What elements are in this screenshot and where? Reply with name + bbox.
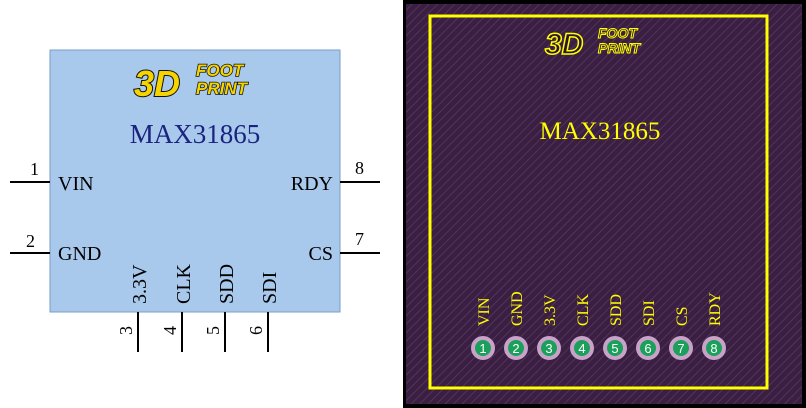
schematic-pin-2-num: 2 [26, 231, 35, 251]
footprint-pad-hole [706, 340, 722, 356]
schematic-pin-5-label: SDD [216, 264, 238, 304]
footprint-pin-label: SDI [641, 300, 658, 326]
logo-line1-pcb: FOOT [598, 25, 638, 41]
footprint-pad-number: 6 [644, 341, 651, 356]
footprint-pad-number: 7 [677, 341, 684, 356]
footprint-pad-hole [607, 340, 623, 356]
schematic-pin-8-label: RDY [291, 173, 333, 195]
footprint-pad-number: 8 [710, 341, 717, 356]
logo-line2-pcb: PRINT [598, 40, 641, 56]
schematic-pin-3-num: 3 [116, 326, 136, 335]
footprint-pad-number: 2 [512, 341, 519, 356]
logo-line1: FOOT [196, 61, 245, 80]
footprint-part-name: MAX31865 [540, 118, 661, 145]
footprint-pin-label: SDD [608, 294, 625, 326]
schematic-pin-6-label: SDI [259, 272, 281, 304]
schematic-pin-3: 3 3.3V [116, 264, 151, 352]
logo-3dfootprint-footprint: 3D FOOT PRINT [544, 25, 642, 62]
logo-line2: PRINT [196, 79, 249, 98]
schematic-pin-1-label: VIN [58, 173, 94, 195]
footprint-pad-number: 4 [578, 341, 585, 356]
footprint-pad-hole [541, 340, 557, 356]
footprint-pad-number: 5 [611, 341, 618, 356]
footprint-pin-label: VIN [476, 297, 493, 326]
footprint-pad-hole [508, 340, 524, 356]
footprint-pad-hole [673, 340, 689, 356]
schematic-part-name: MAX31865 [130, 119, 261, 149]
schematic-pin-7-label: CS [309, 243, 333, 265]
footprint-board [406, 4, 802, 404]
logo-big-pcb: 3D [545, 28, 583, 61]
footprint-pin-label: GND [509, 291, 526, 326]
footprint-pin-label: 3.3V [542, 294, 559, 326]
footprint-pad-hole [475, 340, 491, 356]
footprint-pad-number: 1 [479, 341, 486, 356]
footprint-outline [428, 14, 769, 390]
footprint-pin-label: CLK [575, 294, 592, 326]
schematic-pin-6: 6 SDI [246, 272, 281, 352]
schematic-pin-7-num: 7 [355, 229, 364, 249]
schematic-pin-4-num: 4 [160, 326, 180, 335]
footprint-pad-number: 3 [545, 341, 552, 356]
logo-big: 3D [134, 63, 180, 104]
schematic-pin-4: 4 CLK [160, 263, 195, 352]
logo-3dfootprint-schematic: 3D FOOT PRINT [133, 60, 249, 105]
footprint-pad-hole [574, 340, 590, 356]
schematic-pin-8-num: 8 [355, 158, 364, 178]
schematic-pin-5: 5 SDD [203, 264, 238, 352]
schematic-pin-2-label: GND [58, 243, 101, 265]
schematic-pin-6-num: 6 [246, 326, 266, 335]
schematic-body [49, 49, 341, 313]
footprint-pads: VIN 1 GND 2 3.3V 3 CLK 4 SDD 5 SDI 6 CS 7 RDY 8 [471, 291, 726, 360]
schematic-pin-3-label: 3.3V [129, 264, 151, 304]
schematic-pin-1-num: 1 [30, 159, 39, 179]
footprint-pad-hole [640, 340, 656, 356]
footprint-pin-label: CS [674, 306, 691, 326]
schematic-pin-4-label: CLK [173, 263, 195, 304]
schematic-pin-5-num: 5 [203, 326, 223, 335]
footprint-pin-label: RDY [707, 292, 724, 326]
